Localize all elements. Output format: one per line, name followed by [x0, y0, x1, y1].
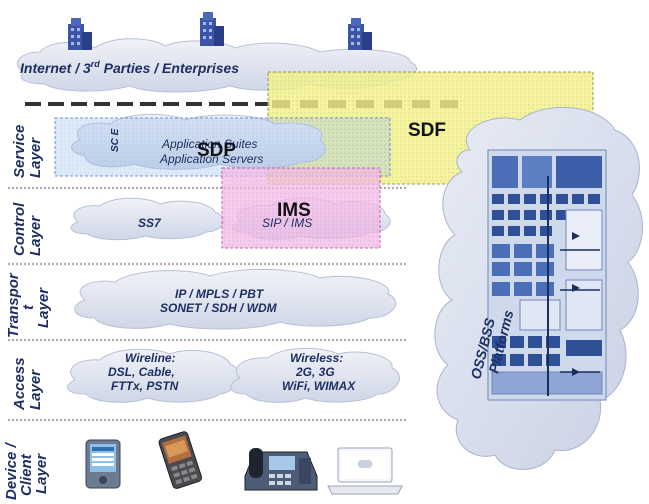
- sip-ims-label: SIP / IMS: [262, 216, 312, 230]
- oss-architecture-chart: [487, 149, 607, 401]
- application-servers-label: Application Servers: [159, 152, 263, 166]
- svg-text:AccessLayer: AccessLayer: [11, 357, 44, 411]
- svg-text:ServiceLayer: ServiceLayer: [11, 125, 44, 178]
- sdf-label: SDF: [408, 120, 446, 141]
- layer-label-service: ServiceLayer: [11, 125, 44, 178]
- wireline-line3: FTTx, PSTN: [111, 379, 179, 393]
- wireless-line1: Wireless:: [290, 351, 343, 365]
- wireless-line3: WiFi, WIMAX: [282, 379, 356, 393]
- building-icon: [68, 18, 92, 50]
- ip-desk-phone-icon: [244, 448, 318, 491]
- transport-line1: IP / MPLS / PBT: [175, 287, 265, 301]
- ss7-label: SS7: [138, 216, 162, 230]
- ims-label: IMS: [277, 200, 311, 221]
- transport-line2: SONET / SDH / WDM: [160, 301, 278, 315]
- application-suites-label: Application Suites: [161, 137, 257, 151]
- layer-label-device: Device /ClientLayer: [3, 441, 50, 500]
- internet-label-sup: rd: [91, 59, 101, 69]
- wireless-line2: 2G, 3G: [295, 365, 335, 379]
- building-icon: [200, 12, 224, 46]
- internet-label-part1: Internet / 3: [20, 60, 91, 76]
- svg-text:Internet / 3rd Parties / Enter: Internet / 3rd Parties / Enterprises: [20, 59, 239, 76]
- wireline-line2: DSL, Cable,: [108, 365, 175, 379]
- svg-text:TransportLayer: TransportLayer: [5, 272, 52, 338]
- svg-text:Device /ClientLayer: Device /ClientLayer: [3, 441, 50, 500]
- sdf-small-boxes: [272, 100, 458, 108]
- layer-label-access: AccessLayer: [11, 357, 44, 411]
- sdp-label: SDP: [197, 140, 236, 161]
- smartphone-icon: [158, 431, 203, 489]
- pda-icon: [85, 439, 121, 489]
- wireless-cloud: [230, 347, 400, 403]
- layer-label-transport: TransportLayer: [5, 272, 52, 338]
- svg-text:ControlLayer: ControlLayer: [11, 202, 44, 256]
- sce-label: SC E: [110, 128, 121, 152]
- layer-label-control: ControlLayer: [11, 202, 44, 256]
- laptop-icon: [327, 447, 403, 495]
- internet-label-part2: Parties / Enterprises: [100, 60, 240, 76]
- building-icon: [348, 18, 372, 50]
- wireline-line1: Wireline:: [125, 351, 176, 365]
- transport-cloud: [74, 268, 397, 330]
